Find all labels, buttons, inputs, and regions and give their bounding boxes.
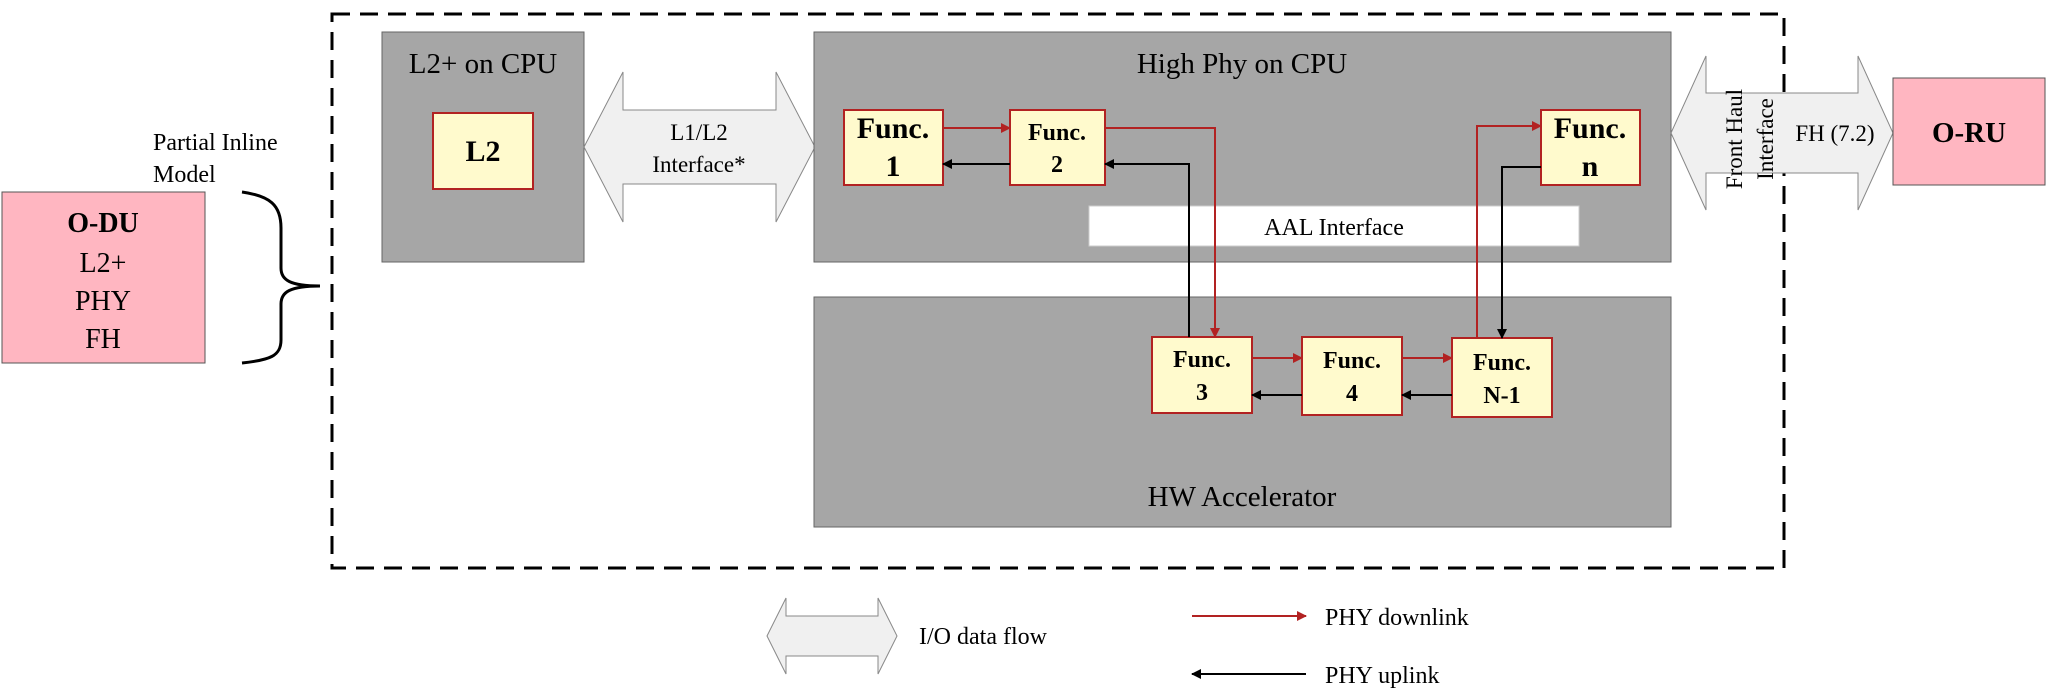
odu-line-fh: FH bbox=[85, 324, 121, 355]
func-3-line1: Func. bbox=[1173, 347, 1231, 373]
l1l2-interface-arrow: L1/L2 Interface* bbox=[583, 71, 816, 223]
func-n-line2: n bbox=[1582, 150, 1599, 183]
partial-inline-container bbox=[330, 12, 1786, 570]
odu-title: O-DU bbox=[67, 208, 139, 239]
func-1-line2: 1 bbox=[886, 150, 901, 183]
partial-inline-label-line2: Model bbox=[153, 162, 216, 188]
func-n-block: Func. n bbox=[1540, 109, 1641, 186]
front-haul-line2: Interface bbox=[1753, 98, 1778, 180]
l2-cpu-box: L2+ on CPU L2 bbox=[381, 31, 585, 263]
func-4-block: Func. 4 bbox=[1301, 336, 1403, 416]
func-3-block: Func. 3 bbox=[1151, 336, 1253, 414]
uplink-arrow-fn-fn1 bbox=[1497, 166, 1541, 339]
odu-line-phy: PHY bbox=[75, 286, 131, 317]
legend-io-flow-label: I/O data flow bbox=[919, 624, 1048, 650]
func-n-line1: Func. bbox=[1554, 112, 1627, 145]
aal-interface-label: AAL Interface bbox=[1264, 215, 1404, 241]
func-n-1-block: Func. N-1 bbox=[1451, 337, 1553, 418]
legend-downlink-label: PHY downlink bbox=[1325, 605, 1469, 631]
high-phy-title: High Phy on CPU bbox=[1137, 48, 1347, 80]
oru-label: O-RU bbox=[1932, 117, 2006, 149]
legend-io-flow-icon bbox=[766, 597, 898, 675]
func-2-block: Func. 2 bbox=[1009, 109, 1106, 186]
func-n-1-line2: N-1 bbox=[1483, 383, 1520, 409]
brace-icon bbox=[241, 190, 321, 365]
l2-cpu-title: L2+ on CPU bbox=[409, 48, 558, 80]
l2-block bbox=[432, 112, 534, 190]
func-2-line1: Func. bbox=[1028, 120, 1086, 146]
fh72-label: FH (7.2) bbox=[1795, 121, 1874, 146]
func-3-line2: 3 bbox=[1196, 380, 1208, 406]
hw-accelerator-title: HW Accelerator bbox=[1148, 481, 1337, 513]
downlink-arrow-fn1-fn bbox=[1476, 121, 1542, 338]
func-2-line2: 2 bbox=[1051, 152, 1063, 178]
odu-line-l2: L2+ bbox=[80, 248, 127, 279]
func-1-block: Func. 1 bbox=[843, 109, 944, 186]
uplink-arrow-f3-f2 bbox=[1104, 159, 1190, 337]
func-4-line1: Func. bbox=[1323, 348, 1381, 374]
l2-block-label: L2 bbox=[465, 135, 500, 168]
front-haul-interface-arrow: Front Haul Interface FH (7.2) bbox=[1670, 55, 1894, 211]
legend-uplink-label: PHY uplink bbox=[1325, 663, 1439, 689]
downlink-arrow-f2-f3 bbox=[1105, 127, 1220, 338]
l1l2-interface-line2: Interface* bbox=[652, 152, 745, 177]
func-n-1-line1: Func. bbox=[1473, 350, 1531, 376]
func-4-line2: 4 bbox=[1346, 381, 1358, 407]
l1l2-interface-line1: L1/L2 bbox=[670, 120, 728, 145]
front-haul-line1: Front Haul bbox=[1722, 89, 1747, 189]
partial-inline-label-line1: Partial Inline bbox=[153, 130, 278, 156]
func-1-line1: Func. bbox=[857, 112, 930, 145]
odu-box: O-DU L2+ PHY FH bbox=[1, 191, 206, 364]
oru-box: O-RU bbox=[1892, 77, 2046, 186]
aal-interface-bar: AAL Interface bbox=[1088, 205, 1580, 247]
legend: I/O data flow PHY downlink PHY uplink bbox=[766, 597, 1469, 689]
